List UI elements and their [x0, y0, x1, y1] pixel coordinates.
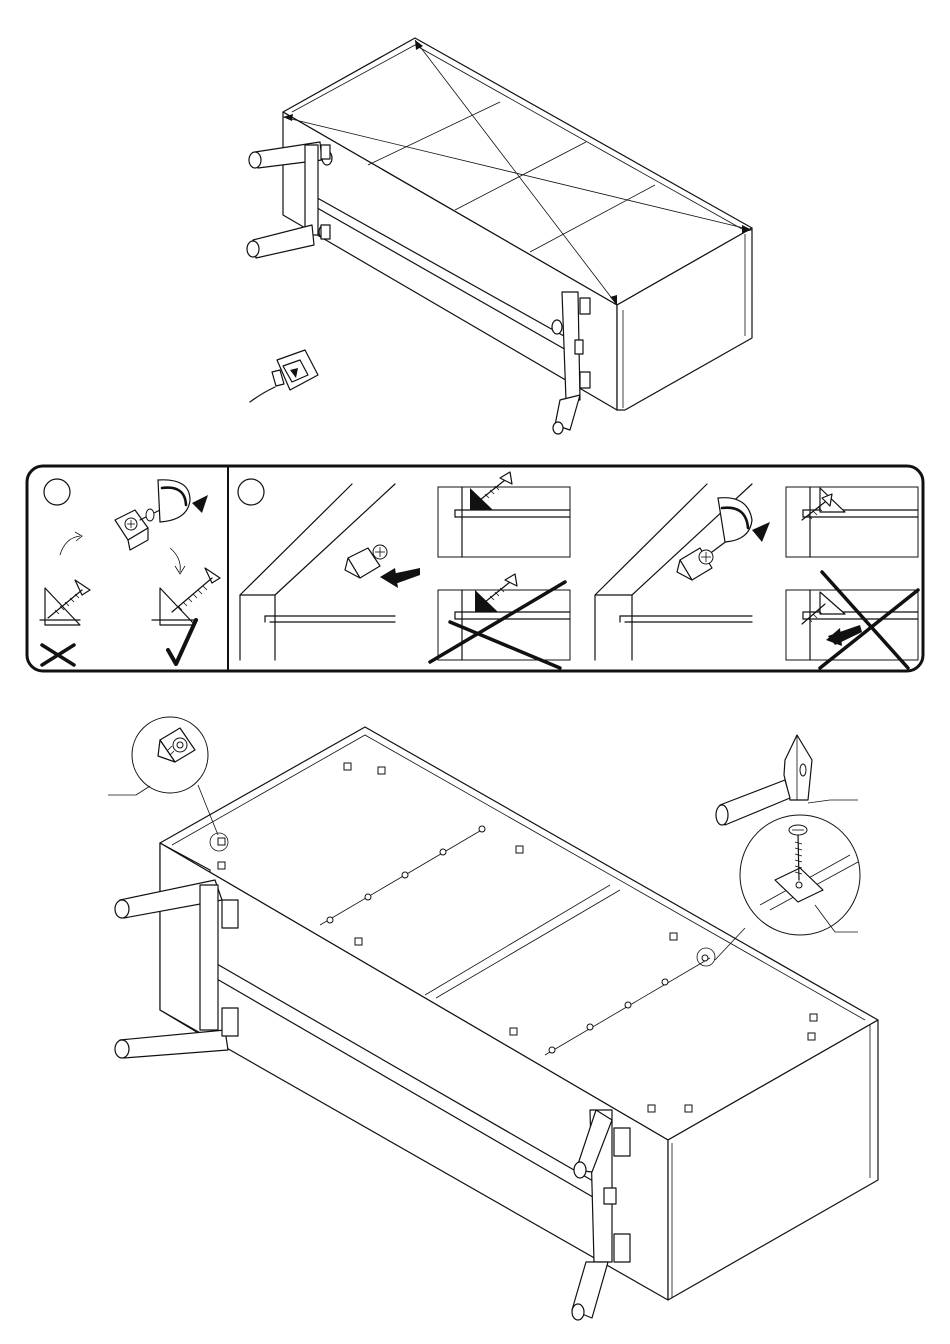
detail-box-correct-2 [786, 487, 918, 557]
tape-measure-icon [250, 350, 318, 402]
cabinet-diagonal-check-illustration [247, 38, 752, 434]
zoom-detail-cam-lock [108, 717, 218, 835]
hammer-icon [716, 735, 812, 825]
bracket-icon [580, 372, 590, 388]
step-2-number-circle [238, 479, 264, 505]
connector-instruction-strip [27, 466, 923, 671]
bracket-icon [580, 298, 590, 314]
zoom-detail-screw-plate [715, 800, 860, 960]
step-1-number-circle [44, 479, 70, 505]
cabinet-bottom-assembly-illustration [115, 727, 878, 1320]
